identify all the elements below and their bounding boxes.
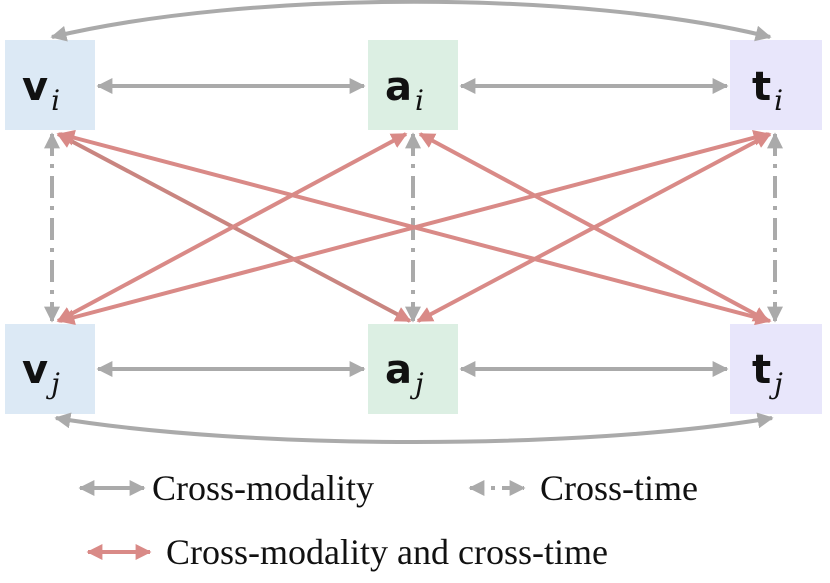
- arrow-vj-tj-curve: [54, 412, 774, 444]
- node-box-a-i: [368, 40, 458, 130]
- node-box-v-i: [5, 40, 95, 130]
- legend-cross-time-label: Cross-time: [540, 468, 698, 508]
- arrow-ti-aj: [416, 132, 772, 323]
- legend-cross-modality-label: Cross-modality: [152, 468, 374, 508]
- node-box-t-i: [730, 40, 822, 130]
- node-box-t-j: [730, 324, 822, 414]
- legend-cross-both-label: Cross-modality and cross-time: [166, 532, 608, 572]
- node-box-a-j: [368, 324, 458, 414]
- node-box-v-j: [5, 324, 95, 414]
- arrow-vi-ti-curve: [50, 0, 772, 42]
